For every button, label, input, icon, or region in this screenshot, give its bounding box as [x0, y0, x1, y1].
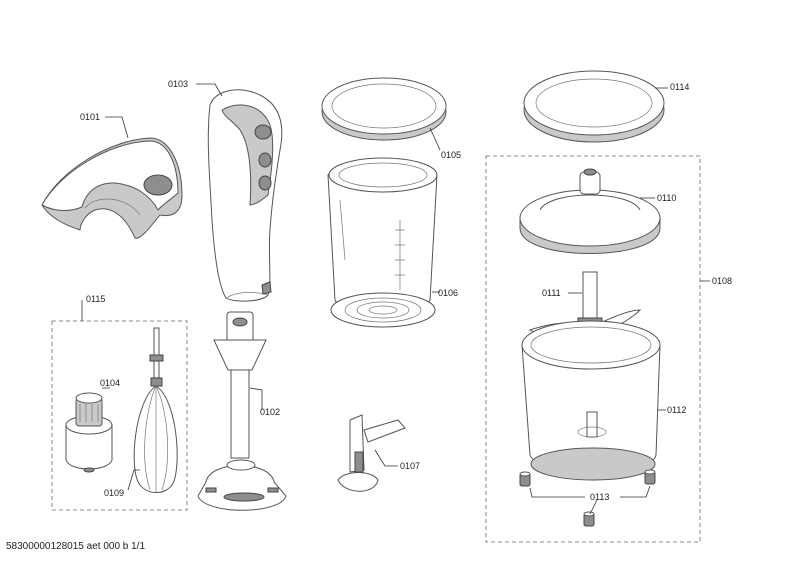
part-0113-rubber-feet: [519, 469, 656, 527]
label-0106: 0106: [438, 288, 458, 298]
document-footer: 58300000128015 aet 000 b 1/1: [6, 541, 146, 552]
label-0105: 0105: [441, 150, 461, 160]
part-0114-chopper-lid: [523, 70, 665, 143]
part-0101-cover: [41, 137, 183, 239]
label-0109: 0109: [104, 488, 124, 498]
label-0115: 0115: [86, 294, 105, 304]
part-0104-whisk-gearbox: [65, 392, 113, 473]
label-0101: 0101: [80, 112, 100, 122]
part-0109-whisk: [133, 327, 178, 493]
part-0110-chopper-top: [519, 168, 661, 254]
label-0110: 0110: [657, 193, 676, 203]
part-0107-blade-insert: [337, 414, 406, 492]
label-0107: 0107: [400, 461, 420, 471]
part-0102-blender-foot: [197, 311, 287, 511]
part-0103-motor-handle: [207, 89, 283, 302]
label-0113: 0113: [590, 492, 609, 502]
group-0108-frame: [485, 155, 701, 543]
label-0112: 0112: [667, 405, 686, 415]
label-0108: 0108: [712, 276, 732, 286]
group-0115-frame: [51, 320, 188, 511]
part-0112-chopper-bowl: [521, 320, 661, 481]
part-0105-lid: [321, 77, 447, 141]
label-0102: 0102: [260, 407, 280, 417]
label-0103: 0103: [168, 79, 188, 89]
label-0111: 0111: [542, 288, 561, 298]
label-0114: 0114: [670, 82, 689, 92]
part-0106-measuring-beaker: [327, 157, 438, 328]
label-0104: 0104: [100, 378, 120, 388]
